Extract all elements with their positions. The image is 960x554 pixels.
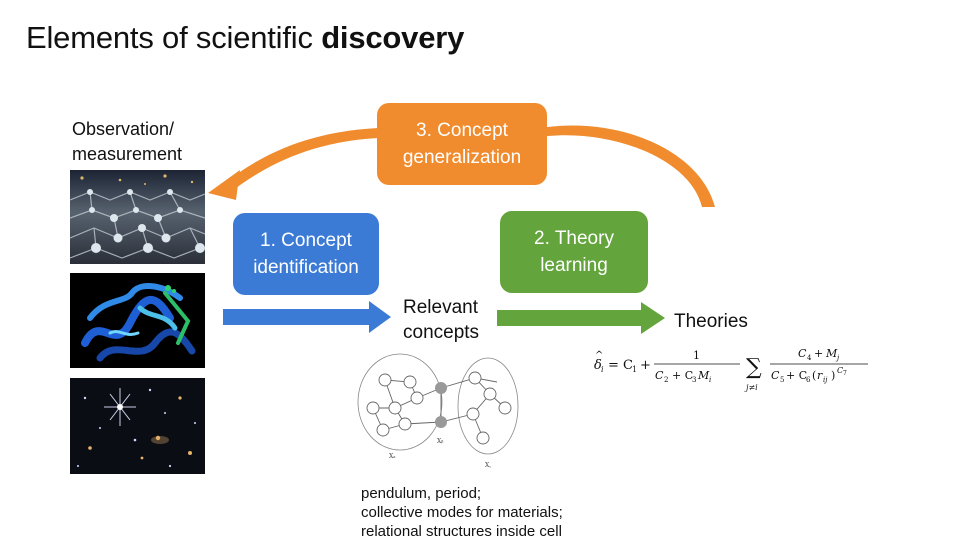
identification-arrow-shaft bbox=[223, 309, 371, 325]
title-emphasis: discovery bbox=[321, 20, 465, 55]
theories-label: Theories bbox=[674, 311, 748, 332]
svg-text:^: ^ bbox=[595, 350, 603, 361]
svg-text:M: M bbox=[697, 369, 710, 382]
example-line: collective modes for materials; bbox=[361, 504, 563, 521]
svg-text:i: i bbox=[709, 376, 711, 384]
svg-text:6: 6 bbox=[806, 376, 811, 384]
learning-line2: learning bbox=[540, 255, 608, 276]
svg-text:5: 5 bbox=[780, 376, 784, 384]
relevant-concepts-line1: Relevant bbox=[403, 297, 478, 318]
title-text: Elements of scientific bbox=[26, 20, 322, 55]
identification-arrowhead bbox=[369, 301, 391, 333]
svg-text:δ: δ bbox=[594, 358, 602, 373]
svg-text:∑: ∑ bbox=[746, 355, 762, 380]
learning-line1: 2. Theory bbox=[534, 228, 614, 249]
svg-text:r: r bbox=[817, 369, 823, 382]
generalization-line1: 3. Concept bbox=[416, 120, 508, 141]
svg-text:3: 3 bbox=[692, 376, 696, 384]
observation-label: Observation/ measurement bbox=[72, 117, 232, 167]
learning-arrow-shaft bbox=[497, 310, 643, 326]
svg-text:(: ( bbox=[812, 369, 816, 382]
svg-text:7: 7 bbox=[843, 370, 847, 377]
learning-arrowhead bbox=[641, 302, 665, 334]
svg-text:M: M bbox=[825, 347, 838, 360]
svg-text:ij: ij bbox=[823, 376, 828, 384]
generalization-arrowhead bbox=[208, 170, 240, 200]
svg-text:2: 2 bbox=[664, 376, 668, 384]
svg-text:+ C: + C bbox=[786, 369, 807, 382]
svg-text:C: C bbox=[798, 347, 807, 360]
slide-title: Elements of scientific discovery bbox=[26, 20, 464, 56]
svg-text:i: i bbox=[601, 365, 604, 374]
graph-label-middle: Xᵦ bbox=[437, 438, 443, 445]
relevant-concepts-label: Relevant concepts bbox=[403, 295, 479, 345]
svg-text:j≠i: j≠i bbox=[744, 383, 758, 392]
graph-label-right: X꜀ bbox=[485, 462, 491, 469]
generalization-line2: generalization bbox=[402, 147, 522, 168]
svg-text:+ C: + C bbox=[672, 369, 693, 382]
svg-text:C: C bbox=[655, 369, 664, 382]
svg-text:1: 1 bbox=[632, 365, 637, 374]
example-line: relational structures inside cell bbox=[361, 523, 562, 540]
concept-identification-box: 1. Concept identification bbox=[233, 213, 379, 295]
concept-generalization-box: 3. Concept generalization bbox=[377, 103, 547, 185]
theory-learning-box: 2. Theory learning bbox=[500, 211, 648, 293]
svg-text:1: 1 bbox=[693, 349, 700, 362]
relevant-concepts-line2: concepts bbox=[403, 322, 480, 343]
identification-line2: identification bbox=[253, 257, 359, 278]
svg-text:C: C bbox=[771, 369, 780, 382]
svg-text:+: + bbox=[814, 347, 823, 360]
protein-structure-image bbox=[70, 273, 205, 368]
identification-line1: 1. Concept bbox=[260, 230, 352, 251]
svg-text:+: + bbox=[640, 358, 651, 373]
svg-text:4: 4 bbox=[807, 354, 812, 362]
svg-text:C: C bbox=[837, 366, 843, 375]
graph-label-left: Xₐ bbox=[389, 453, 396, 460]
example-line: pendulum, period; bbox=[361, 485, 482, 502]
concept-graph: Xₐ Xᵦ X꜀ bbox=[357, 353, 519, 469]
graphene-lattice-image bbox=[70, 170, 205, 264]
galaxy-field-image bbox=[70, 378, 205, 474]
svg-text:): ) bbox=[831, 369, 835, 382]
svg-text:= C: = C bbox=[608, 358, 633, 373]
observation-label-line2: measurement bbox=[72, 144, 183, 164]
observation-label-line1: Observation/ bbox=[72, 119, 175, 139]
svg-text:j: j bbox=[835, 354, 840, 362]
concept-examples: pendulum, period; collective modes for m… bbox=[361, 484, 563, 541]
